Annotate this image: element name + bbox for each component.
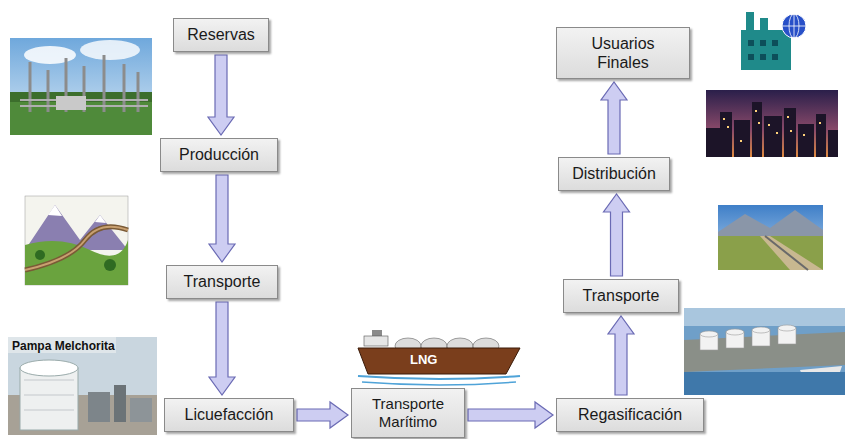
flow-arrow bbox=[209, 175, 235, 262]
flow-arrow bbox=[608, 316, 634, 395]
flow-arrow bbox=[208, 55, 234, 135]
industry-icon bbox=[741, 12, 806, 70]
box-label: Distribución bbox=[572, 164, 656, 183]
city-photo bbox=[706, 90, 838, 157]
terminal-photo bbox=[684, 308, 845, 395]
gas-field-photo bbox=[10, 38, 152, 135]
box-label: Licuefacción bbox=[185, 405, 274, 424]
flow-arrow bbox=[297, 402, 348, 428]
lng-plant-photo bbox=[8, 337, 157, 435]
box-label: Reservas bbox=[187, 25, 255, 44]
process-box: Regasificación bbox=[556, 398, 704, 432]
box-label: Transporte bbox=[583, 286, 660, 305]
process-box: Reservas bbox=[173, 18, 269, 52]
process-box: Transporte Marítimo bbox=[351, 388, 465, 438]
process-box: Distribución bbox=[558, 157, 670, 191]
flow-arrow bbox=[601, 82, 627, 154]
flow-arrow bbox=[209, 302, 235, 395]
process-box: Producción bbox=[160, 138, 278, 172]
mountain-pipeline-clipart bbox=[25, 196, 128, 285]
box-label: Producción bbox=[179, 145, 259, 164]
box-label: Regasificación bbox=[578, 405, 682, 424]
flow-arrow bbox=[468, 402, 553, 428]
process-box: Licuefacción bbox=[164, 398, 294, 432]
box-label: Transporte bbox=[184, 272, 261, 291]
ship-label: LNG bbox=[410, 352, 437, 367]
flow-arrow bbox=[604, 194, 630, 276]
plant-name: Pampa Melchorita bbox=[12, 339, 115, 353]
process-box: Transporte bbox=[166, 265, 278, 299]
box-label: Usuarios Finales bbox=[565, 34, 681, 72]
process-box: Usuarios Finales bbox=[556, 27, 690, 79]
pipeline-photo bbox=[718, 205, 823, 270]
box-label: Transporte Marítimo bbox=[360, 395, 456, 431]
process-box: Transporte bbox=[563, 279, 679, 313]
lng-ship bbox=[358, 330, 520, 385]
